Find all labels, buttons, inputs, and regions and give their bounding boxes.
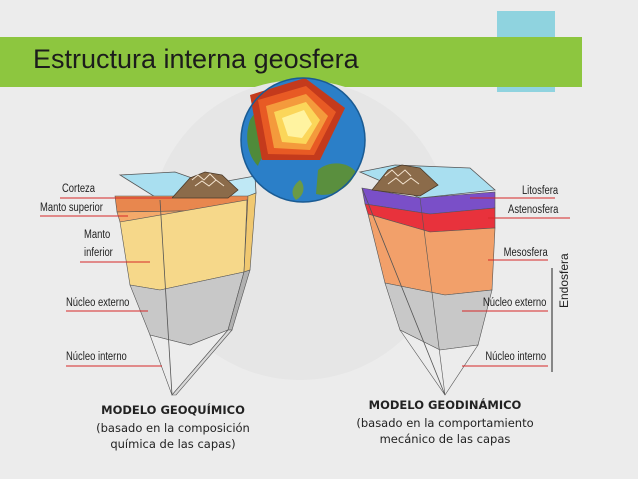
- label-manto: Manto: [84, 229, 111, 241]
- label-manto-superior: Manto superior: [40, 202, 103, 214]
- label-astenosfera: Astenosfera: [507, 204, 558, 216]
- right-inner-core: [399, 329, 479, 396]
- caption-geodinamico: MODELO GEODINÁMICO (basado en la comport…: [330, 398, 560, 447]
- right-wedge: [358, 164, 496, 396]
- caption-geoquimico-line1: (basado en la composición: [96, 421, 250, 435]
- caption-geoquimico-line2: química de las capas): [110, 437, 236, 451]
- caption-geodinamico-line1: (basado en la comportamiento: [356, 416, 534, 430]
- label-litosfera: Litosfera: [521, 185, 558, 197]
- label-inferior: inferior: [84, 247, 113, 259]
- label-nucleo-externo-right: Núcleo externo: [482, 297, 546, 309]
- label-nucleo-externo-left: Núcleo externo: [66, 297, 130, 309]
- label-nucleo-interno-right: Núcleo interno: [485, 351, 546, 363]
- label-nucleo-interno-left: Núcleo interno: [66, 351, 127, 363]
- label-corteza: Corteza: [62, 183, 96, 195]
- left-wedge: [114, 171, 257, 396]
- label-mesosfera: Mesosfera: [503, 247, 548, 259]
- caption-geodinamico-title: MODELO GEODINÁMICO: [368, 398, 522, 412]
- caption-geodinamico-line2: mecánico de las capas: [379, 432, 511, 446]
- label-endosfera: Endosfera: [557, 253, 571, 308]
- caption-geoquimico: MODELO GEOQUÍMICO (basado en la composic…: [68, 403, 278, 452]
- earth-globe-icon: [240, 77, 366, 203]
- caption-geoquimico-title: MODELO GEOQUÍMICO: [101, 403, 245, 417]
- slide-title: Estructura interna geosfera: [33, 44, 359, 74]
- label-lines: [40, 197, 570, 367]
